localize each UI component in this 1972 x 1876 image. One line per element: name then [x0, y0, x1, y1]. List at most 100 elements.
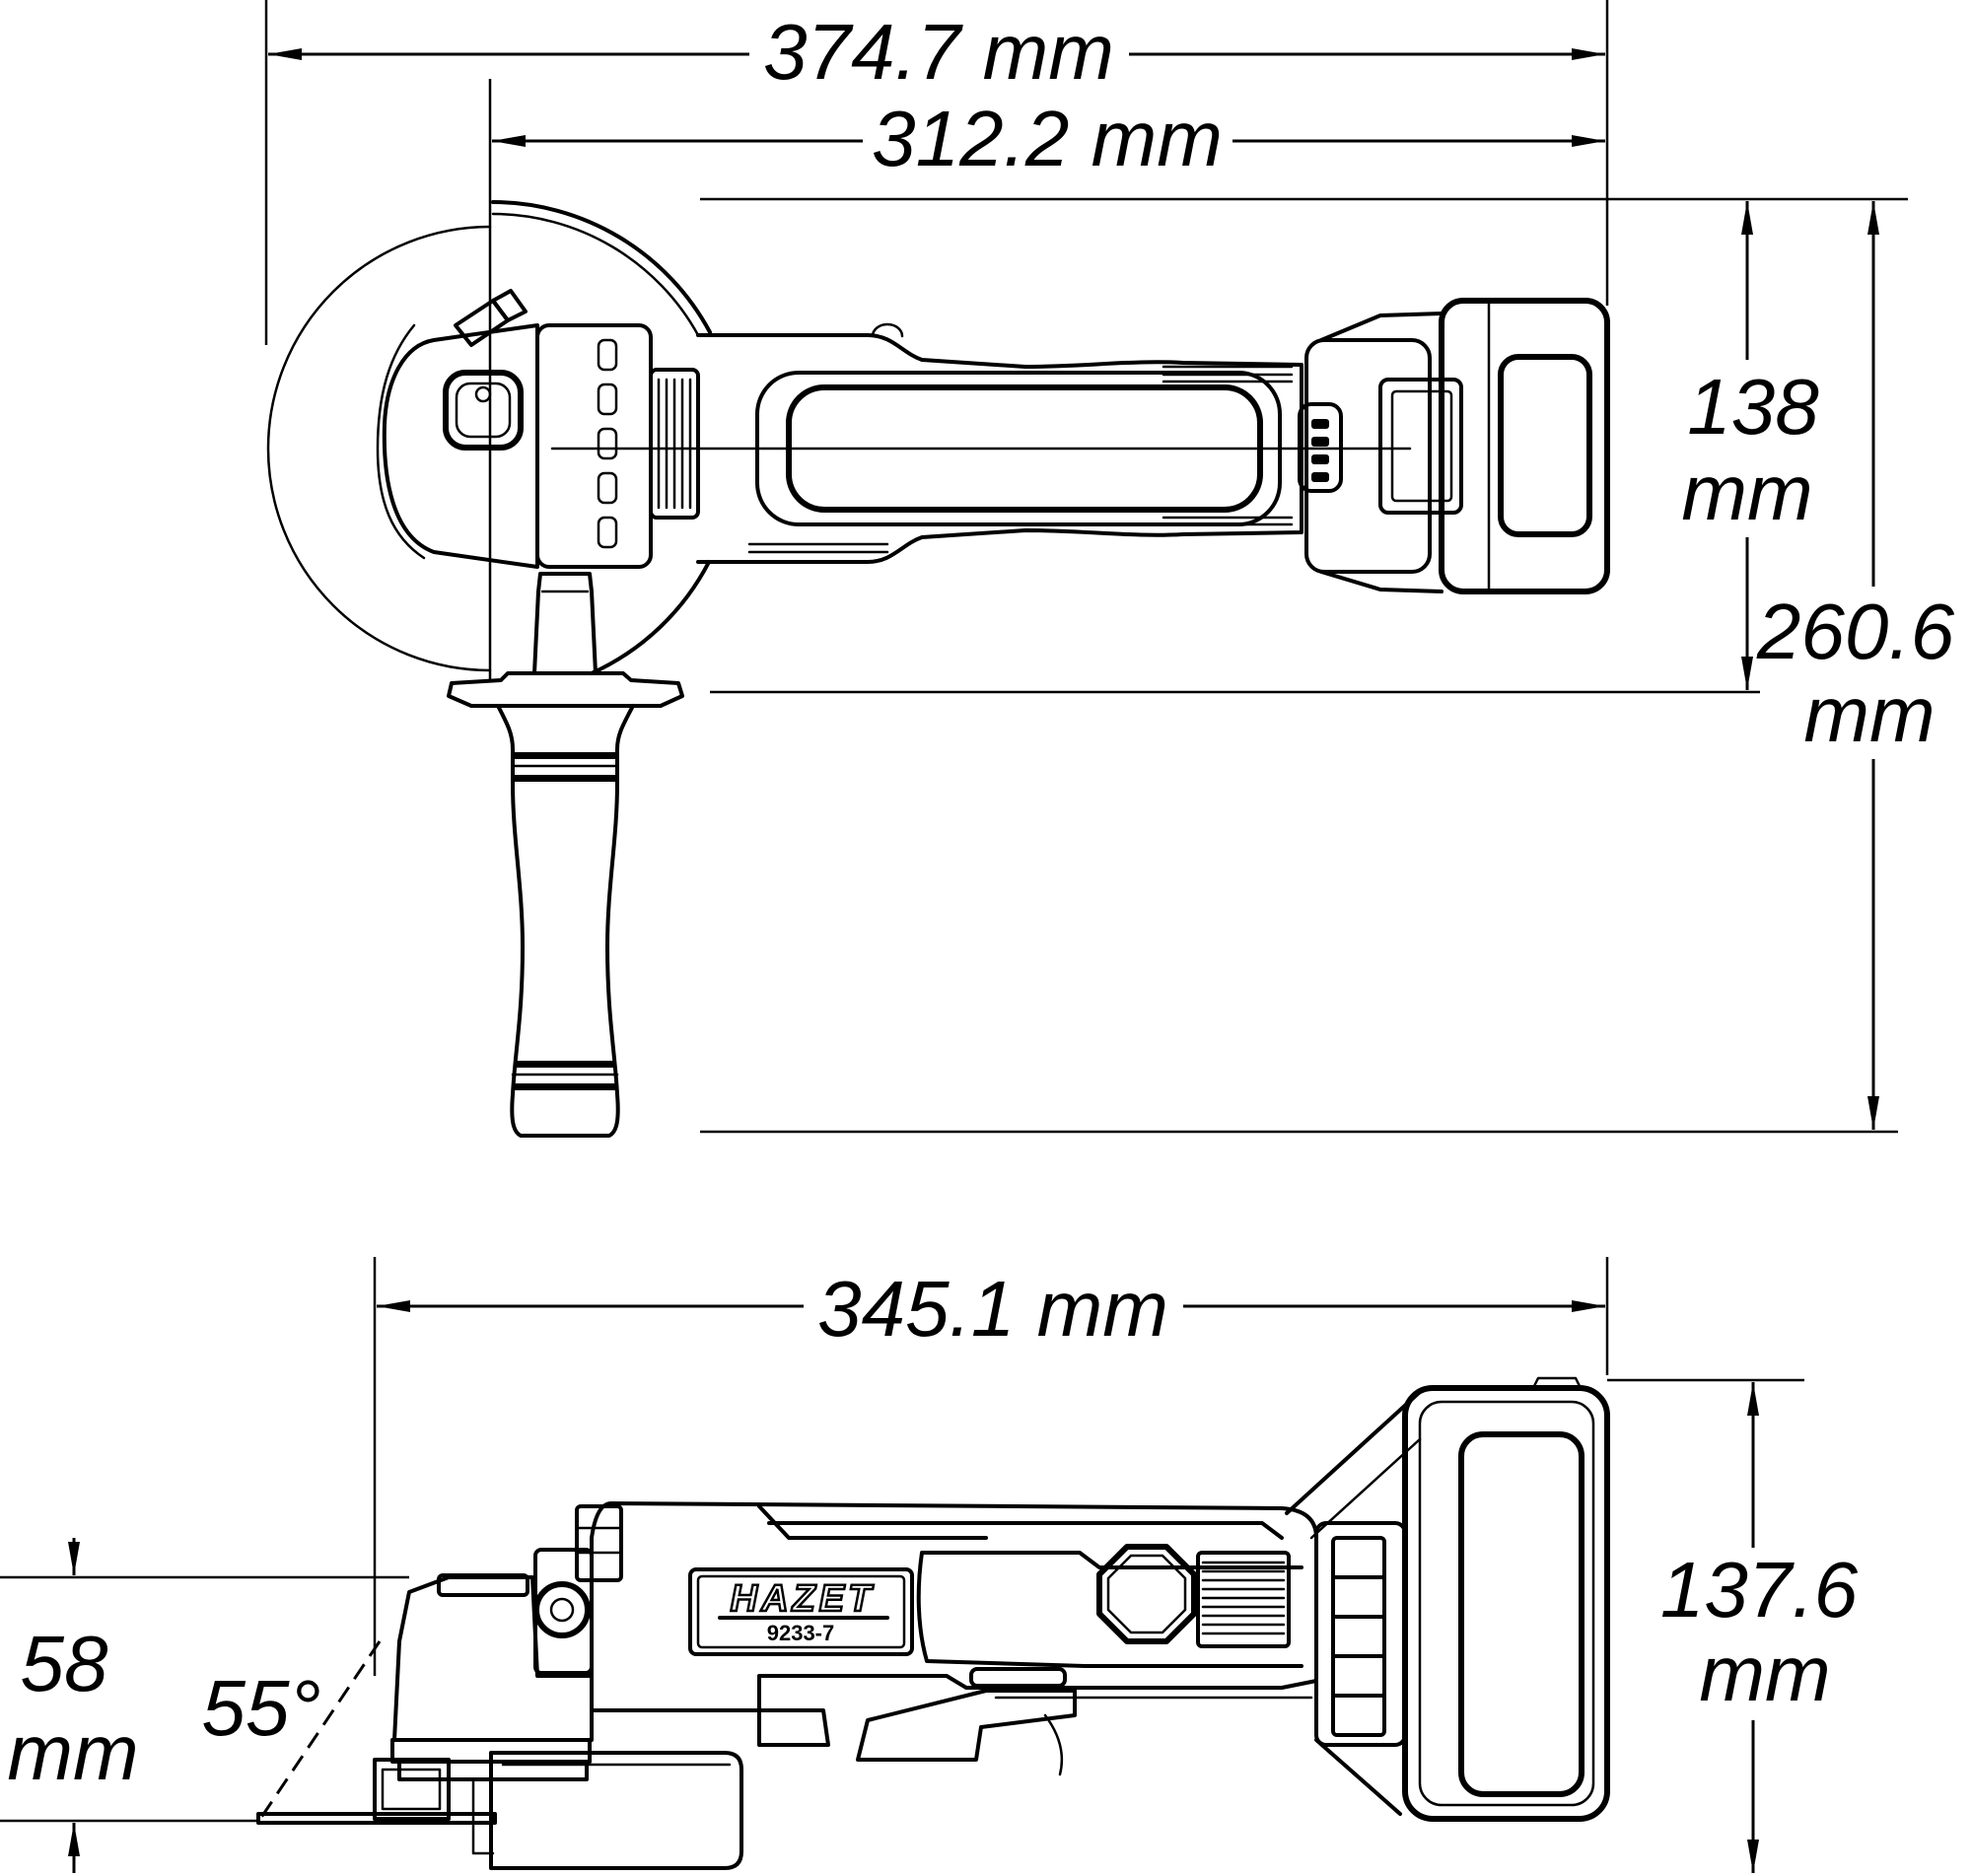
battery-top	[1298, 298, 1610, 594]
battery-mount-lower	[1314, 1738, 1402, 1816]
battery-release-latch-inner	[1390, 389, 1453, 503]
guard-knob	[533, 1581, 591, 1638]
battery-pack-side-inner	[1418, 1400, 1595, 1807]
spindle-lock-button	[443, 370, 524, 451]
label-height-value: 137.6	[1660, 1546, 1859, 1633]
battery-connector-block	[1314, 1521, 1407, 1747]
label-height-unit: mm	[1699, 1630, 1830, 1717]
dimension-guard-angle: 55°	[202, 1640, 382, 1823]
battery-connector	[1304, 338, 1432, 574]
head-plate	[535, 323, 653, 569]
side-handle-flange	[447, 671, 684, 708]
battery-contacts	[1331, 1536, 1386, 1737]
body-top-bump	[871, 322, 904, 338]
brand-logo: HAZET	[731, 1578, 876, 1620]
head-fin	[597, 427, 618, 460]
extension-lines-side	[0, 1257, 1804, 1823]
dimension-overall-length-top: 374.7 mm	[268, 8, 1605, 96]
grip-band	[513, 775, 617, 782]
top-ridge	[757, 1504, 1284, 1540]
gear-head-housing	[392, 1575, 594, 1742]
disc-guard	[489, 1751, 743, 1870]
charge-indicator-dot	[1311, 454, 1329, 464]
battery-mount-upper	[1285, 1390, 1422, 1515]
grip-band	[513, 1083, 617, 1090]
label-head-height-unit: mm	[7, 1708, 138, 1796]
label-overall-length-top: 374.7 mm	[763, 8, 1114, 96]
grip-pad-octagon	[1096, 1544, 1197, 1644]
dimension-body-width: 138 mm	[1681, 201, 1819, 690]
power-switch	[1298, 402, 1343, 493]
body-ribs-top	[1162, 365, 1294, 383]
spindle-nut	[373, 1758, 451, 1821]
dimension-height: 137.6 mm	[1660, 1382, 1859, 1873]
air-vents	[649, 368, 700, 520]
spindle-shaft	[452, 1777, 495, 1855]
motor-housing-outline	[590, 1501, 1318, 1712]
battery-release-latch	[1378, 378, 1463, 515]
head-fin	[597, 382, 618, 416]
motor-body-side	[575, 1501, 1318, 1776]
top-view: 374.7 mm 312.2 mm 138 mm 260.6 mm	[264, 0, 1955, 1138]
extension-lines-top	[264, 0, 1908, 1134]
battery-top-notch	[1531, 1376, 1583, 1390]
battery-contact-dividers	[1331, 1575, 1386, 1698]
top-tab-lines	[575, 1526, 623, 1555]
guard-arc-lower	[590, 560, 711, 675]
label-overall-width-value: 260.6	[1756, 588, 1955, 675]
product-label: HAZET 9233-7	[688, 1567, 914, 1656]
head-fin	[597, 516, 618, 549]
dimension-overall-width: 260.6 mm	[1756, 201, 1955, 1130]
battery-pack-side	[1402, 1385, 1610, 1822]
grip-band	[513, 752, 617, 759]
spindle-lock-dot	[474, 385, 492, 403]
guard-arc-upper-inner	[491, 212, 700, 337]
paddle-trigger	[856, 1689, 1077, 1762]
side-handle-grip	[496, 704, 635, 1138]
battery-panel	[1498, 354, 1592, 537]
air-vent-slats	[657, 378, 692, 510]
battery-side	[1285, 1376, 1610, 1822]
battery-panel-side	[1458, 1431, 1585, 1797]
head-fin	[597, 471, 618, 505]
gear-head-lid	[437, 1573, 529, 1597]
lanyard-loop	[1043, 1713, 1064, 1776]
charge-indicator-dot	[1311, 472, 1329, 482]
charge-indicator-dot	[1311, 437, 1329, 447]
motor-body-top	[550, 322, 1412, 564]
grip-pad-octagon-inner	[1106, 1554, 1187, 1634]
label-frame-inner	[696, 1574, 906, 1649]
label-body-width-value: 138	[1687, 363, 1819, 451]
spindle-nut-inner	[381, 1768, 442, 1811]
label-frame-outer	[688, 1567, 914, 1656]
side-view: 345.1 mm 137.6 mm 58 mm 55°	[0, 1257, 1859, 1873]
spindle-lock-button-inner	[455, 382, 512, 439]
front-lower-block	[757, 1708, 830, 1747]
bottom-slot	[969, 1667, 1067, 1688]
side-handle-top	[447, 572, 684, 1138]
battery-flange-top	[1319, 312, 1444, 342]
grip-panel	[916, 1551, 1303, 1668]
knob-block	[533, 1548, 594, 1675]
battery-flange-bottom	[1319, 570, 1444, 593]
guard-knob-center	[549, 1597, 575, 1623]
dimension-head-height: 58 mm	[7, 1538, 139, 1873]
grip-band	[514, 1061, 616, 1068]
charge-indicator-dot	[1311, 419, 1329, 429]
model-number: 9233-7	[767, 1621, 835, 1645]
body-ribs-bottom	[747, 516, 1294, 554]
label-guard-angle: 55°	[202, 1664, 321, 1752]
angle-reference-line	[256, 1640, 382, 1823]
side-handle-stem	[532, 572, 598, 675]
guard-lever-tip	[491, 289, 528, 322]
label-head-height-value: 58	[21, 1620, 108, 1707]
label-overall-length-side: 345.1 mm	[817, 1265, 1168, 1353]
gear-head-shell	[376, 323, 426, 560]
gear-head-top	[376, 289, 700, 569]
label-overall-width-unit: mm	[1803, 670, 1935, 758]
battery-pack	[1439, 298, 1610, 594]
disc-outline	[266, 225, 492, 672]
gear-head-housing	[382, 323, 539, 569]
guard-arc-upper	[491, 200, 712, 334]
